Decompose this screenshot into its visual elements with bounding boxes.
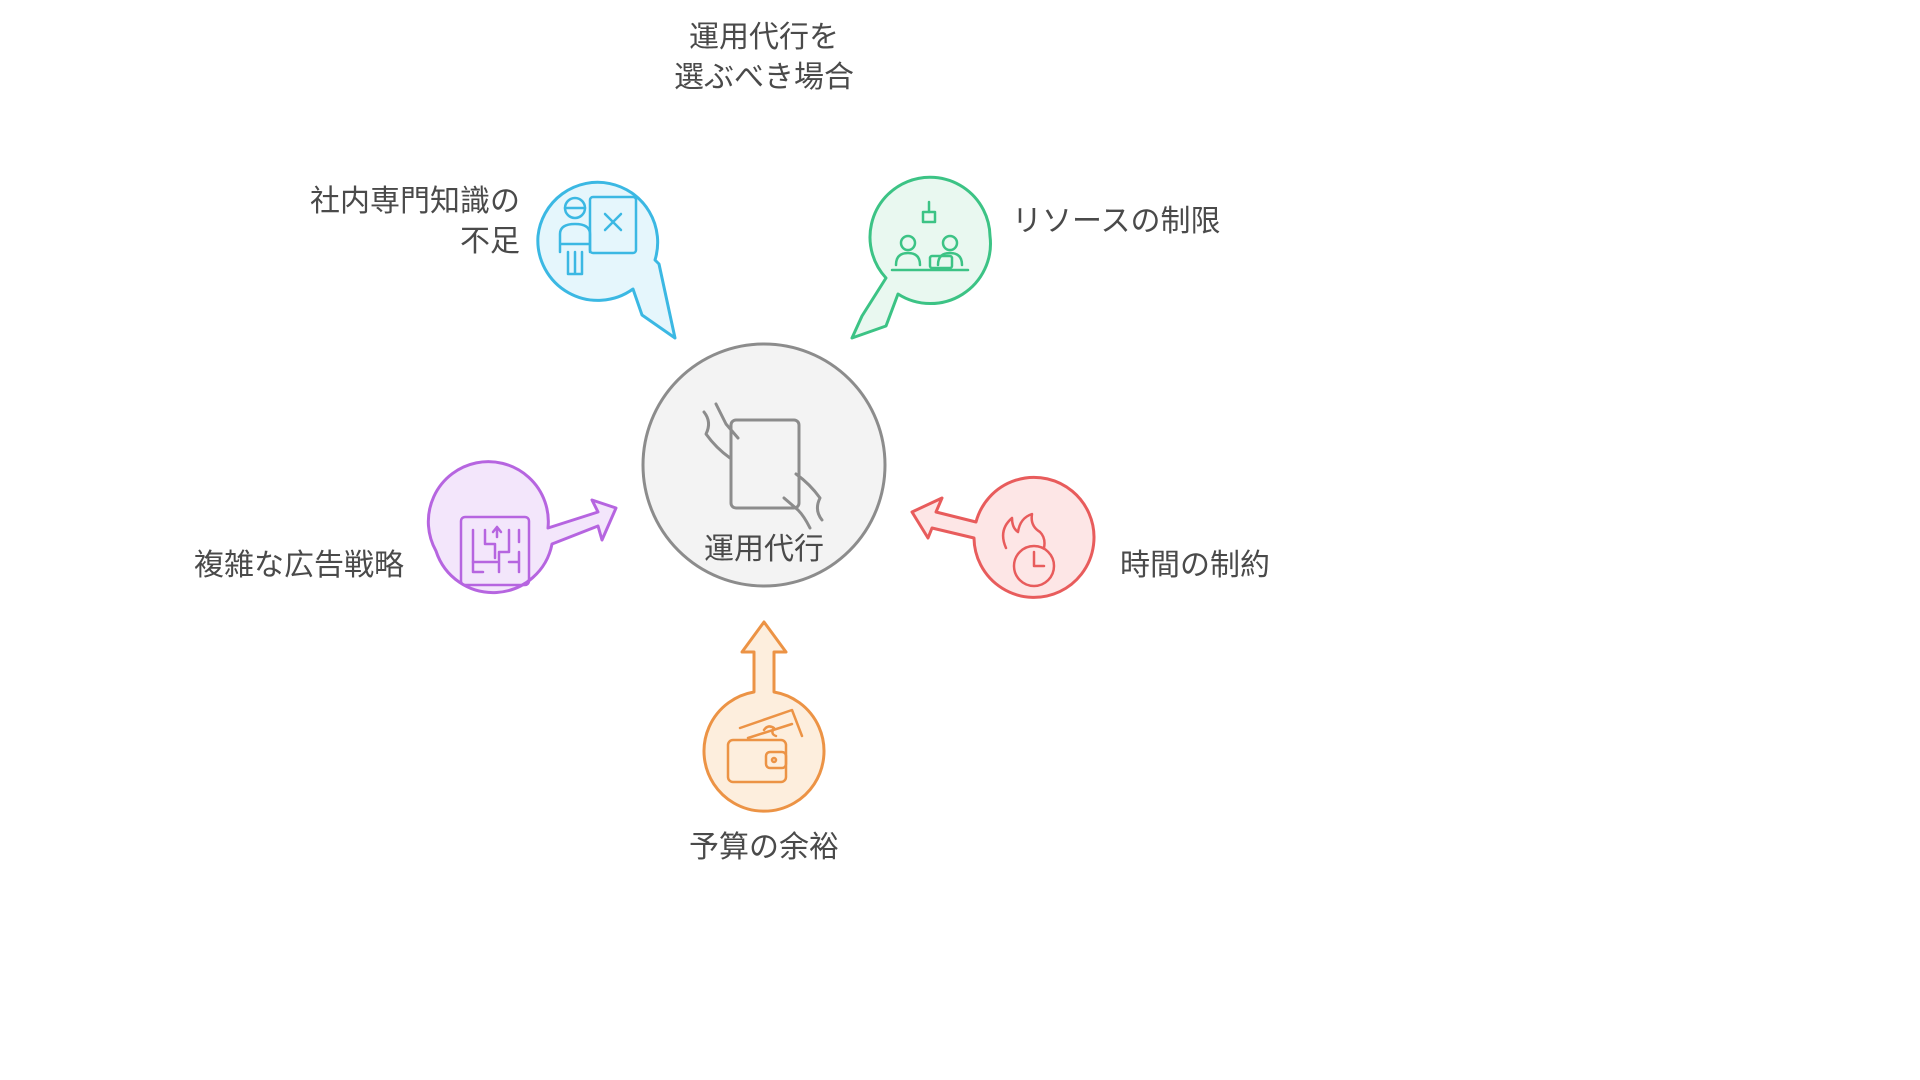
factor-resources-label: リソースの制限	[1012, 204, 1221, 239]
factor-knowledge-label-line-1: 社内専門知識の	[310, 184, 520, 219]
diagram-graphics	[426, 175, 1096, 813]
factor-knowledge-node	[536, 180, 677, 340]
center-label: 運用代行	[704, 532, 824, 567]
diagram: 運用代行を 選ぶべき場合 運用代行 社内専門知識の 不足 リソースの制限 複雑な…	[194, 18, 1270, 865]
knowledge-arrow	[536, 180, 677, 340]
strategy-arrow	[426, 460, 618, 595]
diagram-title: 運用代行を 選ぶべき場合	[564, 18, 964, 98]
factor-strategy-node	[426, 460, 618, 595]
factor-budget-label: 予算の余裕	[689, 830, 839, 865]
wallet-icon	[726, 708, 804, 784]
factor-resources-node	[850, 175, 992, 340]
factor-time-node	[910, 475, 1096, 599]
diagram-title-line-1: 運用代行を	[689, 20, 839, 55]
diagram-title-line-2: 選ぶべき場合	[674, 60, 854, 95]
factor-budget-node	[702, 620, 826, 813]
factor-strategy-label: 複雑な広告戦略	[194, 548, 404, 583]
handover-document-icon	[702, 402, 824, 530]
resources-arrow	[850, 175, 992, 340]
maze-icon	[459, 515, 531, 587]
factor-knowledge-label: 社内専門知識の 不足	[220, 182, 520, 262]
center-node	[641, 342, 887, 588]
burning-clock-icon	[1001, 512, 1056, 588]
factor-knowledge-label-line-2: 不足	[460, 224, 520, 259]
factor-time-label: 時間の制約	[1120, 548, 1270, 583]
team-workspace-icon	[890, 200, 970, 272]
teacher-whiteboard-icon	[558, 195, 638, 276]
budget-arrow	[702, 620, 826, 813]
